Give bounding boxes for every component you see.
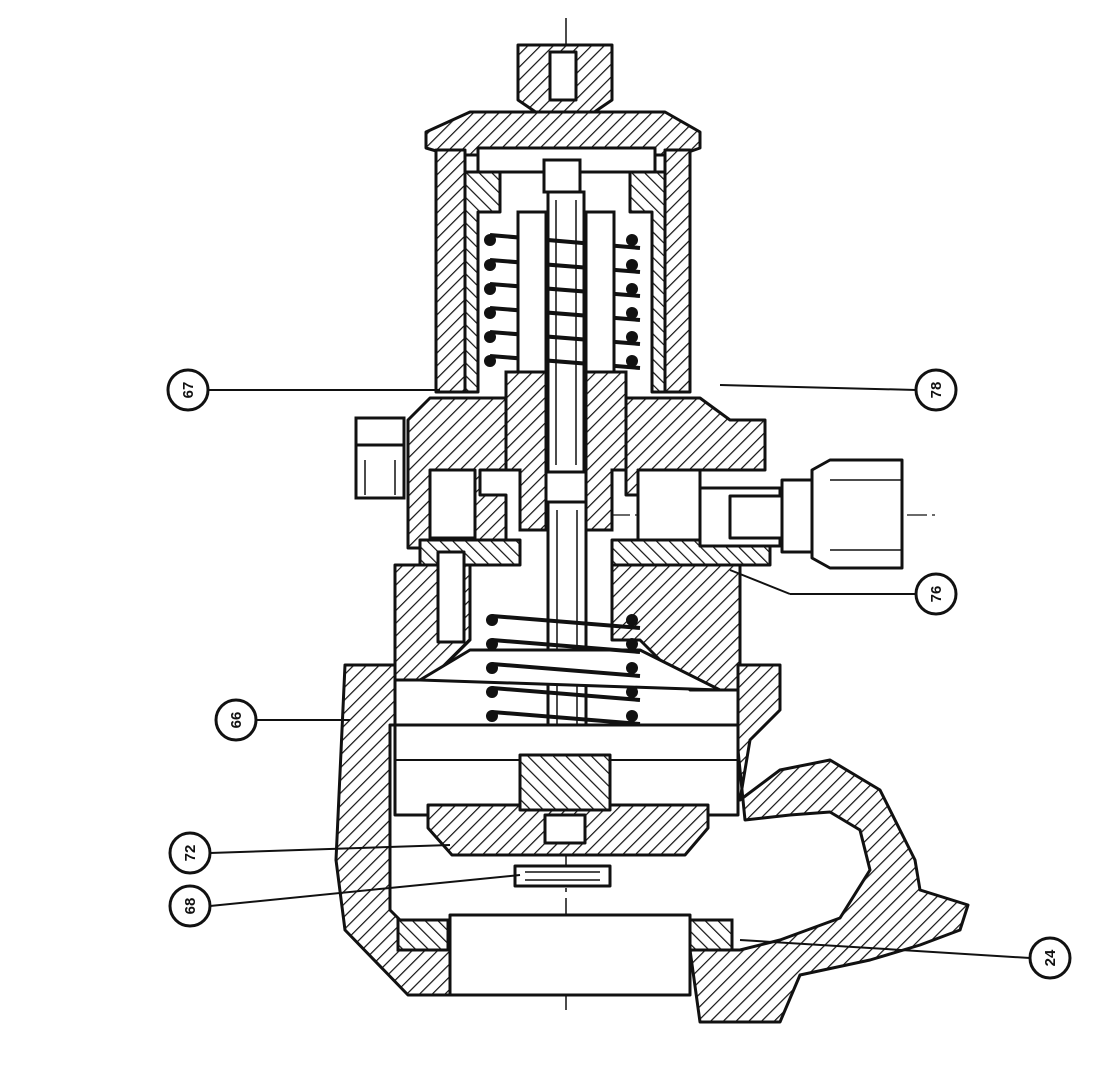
callout-68-label: 68 xyxy=(182,898,199,915)
callout-67: 67 xyxy=(166,368,210,412)
bonnet-housing xyxy=(434,148,692,394)
callout-72-label: 72 xyxy=(182,845,199,862)
callout-24-label: 24 xyxy=(1042,949,1059,966)
callout-67-label: 67 xyxy=(180,382,197,399)
callout-66: 66 xyxy=(214,698,258,742)
top-cap xyxy=(424,43,702,174)
callout-72: 72 xyxy=(168,831,212,875)
valve-disc xyxy=(426,753,710,888)
callout-76-label: 76 xyxy=(928,586,945,603)
seat-ring xyxy=(396,918,734,952)
left-bolt xyxy=(354,416,406,500)
callout-24: 24 xyxy=(1028,936,1072,980)
callout-68: 68 xyxy=(168,884,212,928)
leader-lines xyxy=(208,384,1031,959)
callout-66-label: 66 xyxy=(228,712,245,729)
spring-guide xyxy=(504,210,628,532)
callout-78-label: 78 xyxy=(928,382,945,399)
upper-spring xyxy=(484,233,641,370)
callout-76: 76 xyxy=(914,572,958,616)
callout-78: 78 xyxy=(914,368,958,412)
outlet-fitting xyxy=(698,458,904,570)
